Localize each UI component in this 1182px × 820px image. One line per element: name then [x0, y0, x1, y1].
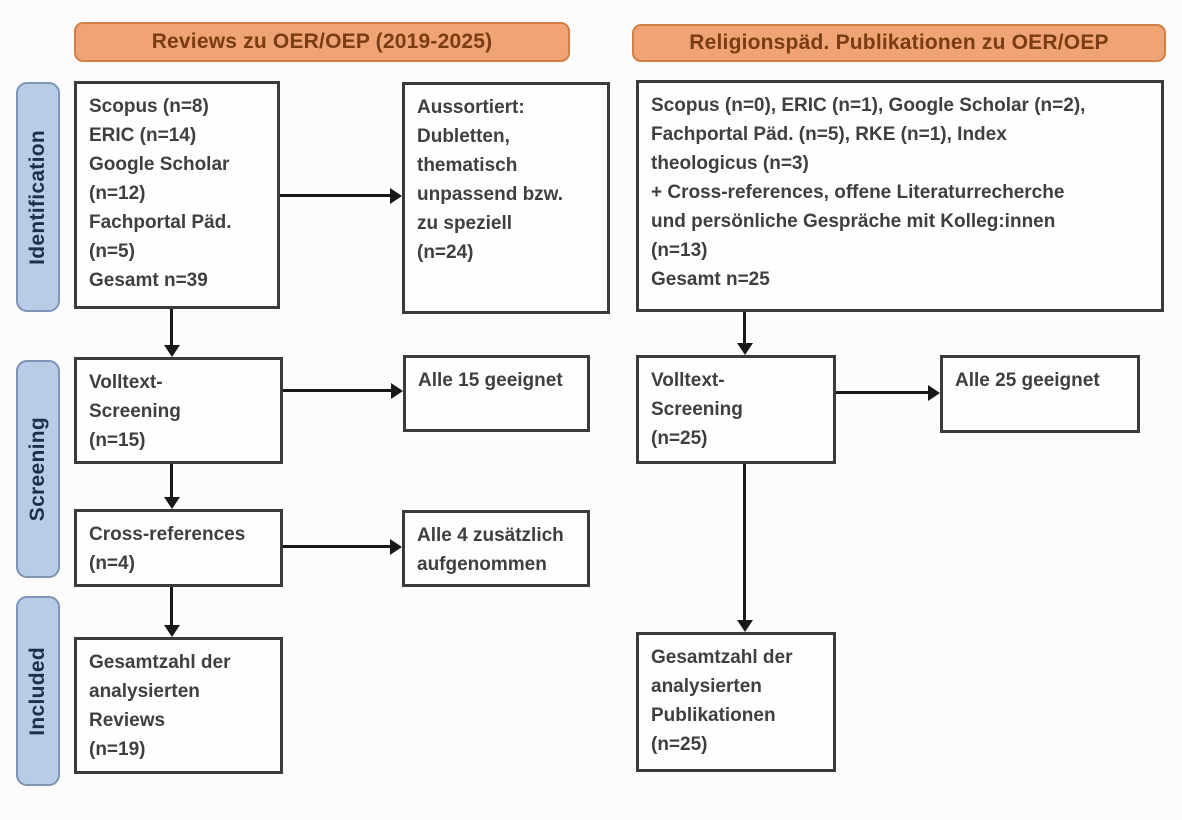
arrow-sources-to-excluded [280, 194, 390, 197]
arrow-relpaed-fulltext-to-eligible [836, 391, 928, 394]
arrow-fulltext-to-eligible [283, 389, 391, 392]
arrow-relpaed-fulltext-to-total [743, 464, 746, 620]
box-reviews-crossreferences: Cross-references (n=4) [74, 509, 283, 587]
stage-label-included: Included [16, 596, 60, 786]
box-reviews-total: Gesamtzahl der analysierten Reviews (n=1… [74, 637, 283, 774]
arrow-crossreferences-to-added [283, 545, 390, 548]
stage-label-included-text: Included [26, 646, 49, 736]
stage-label-identification: Identification [16, 82, 60, 312]
arrow-crossreferences-to-total [170, 587, 173, 625]
box-reviews-sources: Scopus (n=8) ERIC (n=14) Google Scholar … [74, 81, 280, 309]
box-relpaed-total: Gesamtzahl der analysierten Publikatione… [636, 632, 836, 772]
arrow-relpaed-sources-to-fulltext [743, 312, 746, 343]
box-reviews-fulltext-screening: Volltext- Screening (n=15) [74, 357, 283, 464]
stage-label-identification-text: Identification [26, 129, 49, 265]
box-relpaed-eligible: Alle 25 geeignet [940, 355, 1140, 433]
arrow-fulltext-to-crossreferences [170, 464, 173, 497]
box-reviews-eligible: Alle 15 geeignet [403, 355, 590, 432]
box-relpaed-sources: Scopus (n=0), ERIC (n=1), Google Scholar… [636, 80, 1164, 312]
arrow-sources-to-fulltext [170, 309, 173, 345]
box-relpaed-fulltext-screening: Volltext- Screening (n=25) [636, 355, 836, 464]
box-reviews-added: Alle 4 zusätzlich aufgenommen [402, 510, 590, 587]
box-reviews-excluded: Aussortiert: Dubletten, thematisch unpas… [402, 82, 610, 314]
stage-label-screening: Screening [16, 360, 60, 578]
stage-label-screening-text: Screening [26, 416, 49, 522]
column-header-reviews: Reviews zu OER/OEP (2019-2025) [74, 22, 570, 62]
column-header-religionspaed: Religionspäd. Publikationen zu OER/OEP [632, 24, 1166, 62]
